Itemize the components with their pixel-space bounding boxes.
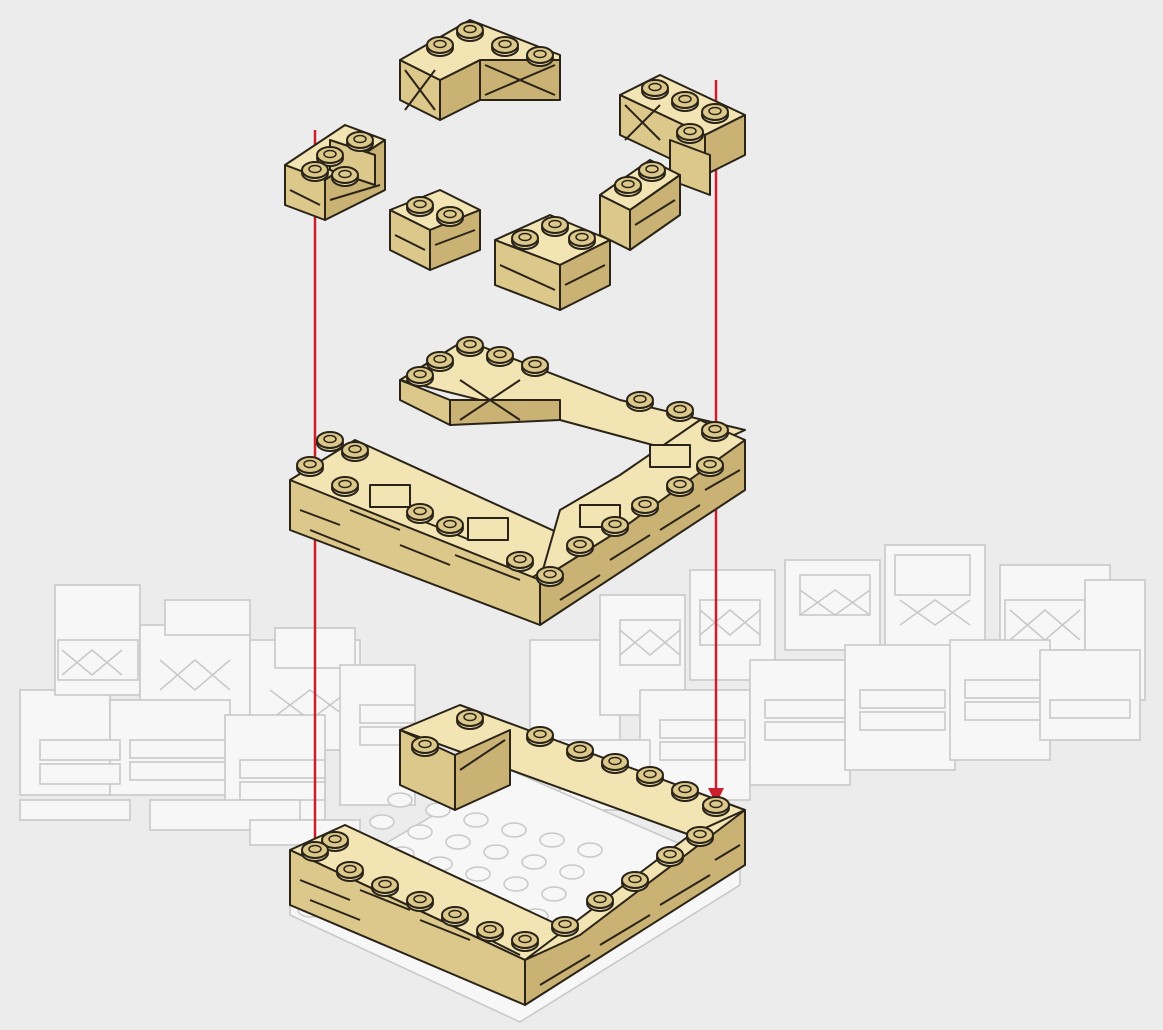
top-layer-side-piece bbox=[600, 160, 680, 250]
plate-stud bbox=[464, 813, 488, 827]
plate-stud bbox=[446, 835, 470, 849]
plate-stud bbox=[522, 855, 546, 869]
plate-stud bbox=[408, 825, 432, 839]
top-layer-l-piece bbox=[495, 215, 610, 310]
plate-stud bbox=[370, 815, 394, 829]
top-layer-corner-piece-back bbox=[400, 20, 560, 120]
top-layer-small-brick bbox=[390, 190, 480, 270]
plate-stud bbox=[504, 877, 528, 891]
plate-stud bbox=[560, 865, 584, 879]
plate-stud bbox=[466, 867, 490, 881]
plate-stud bbox=[540, 833, 564, 847]
plate-stud bbox=[484, 845, 508, 859]
plate-stud bbox=[388, 793, 412, 807]
plate-stud bbox=[502, 823, 526, 837]
middle-layer-frame bbox=[290, 337, 745, 625]
plate-stud bbox=[578, 843, 602, 857]
plate-stud bbox=[542, 887, 566, 901]
top-layer-corner-piece-left bbox=[285, 125, 385, 220]
